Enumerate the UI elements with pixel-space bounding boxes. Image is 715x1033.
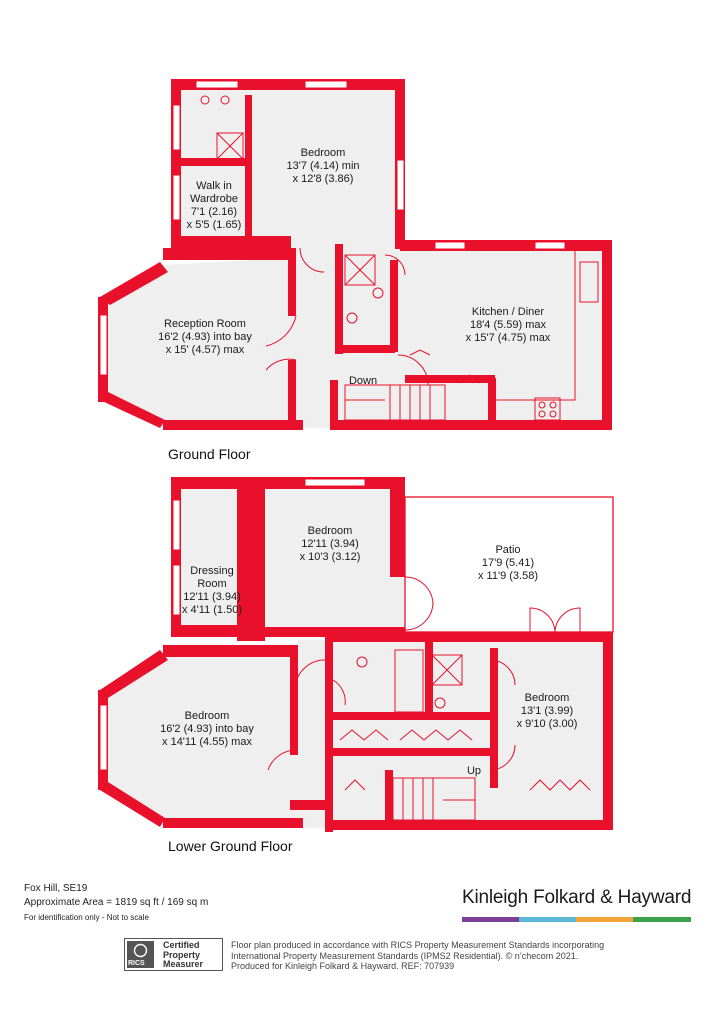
disclaimer: Floor plan produced in accordance with R…: [231, 940, 631, 972]
room-label-line: Patio: [495, 544, 520, 556]
stairs-label: Up: [467, 765, 481, 777]
ground-floor-title: Ground Floor: [168, 446, 251, 462]
room-label-line: 16'2 (4.93) into bay: [160, 723, 254, 735]
lower-ground-floor-plan: [98, 477, 614, 832]
stairs-label: Down: [349, 375, 377, 387]
brand-bar-1: [462, 917, 519, 922]
address: Fox Hill, SE19: [24, 883, 88, 894]
brand-bar-4: [633, 917, 691, 922]
disclaimer-line-1: Floor plan produced in accordance with R…: [231, 940, 605, 950]
rics-logo-icon: [127, 941, 154, 968]
room-label-line: Dressing: [190, 565, 233, 577]
room-label-line: x 12'8 (3.86): [293, 173, 354, 185]
identification-note: For identification only - Not to scale: [24, 913, 149, 922]
room-label-line: 16'2 (4.93) into bay: [158, 331, 252, 343]
brand-name: Kinleigh Folkard & Hayward: [462, 887, 692, 908]
room-label-line: Reception Room: [164, 318, 246, 330]
room-label-line: x 14'11 (4.55) max: [162, 736, 252, 748]
room-label-line: 17'9 (5.41): [482, 557, 534, 569]
room-label-line: Bedroom: [308, 525, 353, 537]
brand-bar-3: [576, 917, 633, 922]
rics-certified-badge: RICS Certified Property Measurer: [124, 938, 223, 971]
room-label-line: 7'1 (2.16): [191, 206, 237, 218]
room-label-line: x 4'11 (1.50): [182, 604, 242, 616]
room-label-line: 13'1 (3.99): [521, 705, 573, 717]
room-label-line: x 10'3 (3.12): [300, 551, 361, 563]
disclaimer-line-2: International Property Measurement Stand…: [231, 950, 579, 961]
brand-bar-2: [519, 917, 576, 922]
rics-line-3: Measurer: [163, 959, 204, 969]
room-label-line: Bedroom: [185, 710, 230, 722]
rics-line-1: Certified: [163, 940, 200, 950]
approx-area: Approximate Area = 1819 sq ft / 169 sq m: [24, 897, 209, 908]
room-label-line: Kitchen / Diner: [472, 306, 544, 318]
room-label-line: x 5'5 (1.65): [187, 219, 242, 231]
room-label-line: x 15'7 (4.75) max: [466, 332, 551, 344]
room-label-line: 12'11 (3.94): [301, 538, 359, 550]
room-label-line: Room: [197, 578, 226, 590]
rics-line-2: Property: [163, 949, 201, 960]
rics-logo-text: RICS: [128, 960, 145, 967]
ground-floor-plan: [98, 79, 612, 430]
room-label-line: 13'7 (4.14) min: [286, 160, 359, 172]
room-label-line: Bedroom: [525, 692, 570, 704]
room-label-line: 18'4 (5.59) max: [470, 319, 547, 331]
room-label-line: Bedroom: [301, 147, 346, 159]
room-label-line: x 11'9 (3.58): [478, 570, 538, 582]
room-label-line: 12'11 (3.94): [183, 591, 241, 603]
room-label-line: Walk in: [196, 180, 232, 192]
room-label-line: Wardrobe: [190, 193, 238, 205]
disclaimer-line-3: Produced for Kinleigh Folkard & Hayward.…: [231, 961, 455, 971]
lower-ground-floor-title: Lower Ground Floor: [168, 838, 293, 854]
room-label-line: x 15' (4.57) max: [166, 344, 245, 356]
rics-certified-text: Certified Property Measurer: [163, 940, 204, 970]
room-label-line: x 9'10 (3.00): [517, 718, 578, 730]
